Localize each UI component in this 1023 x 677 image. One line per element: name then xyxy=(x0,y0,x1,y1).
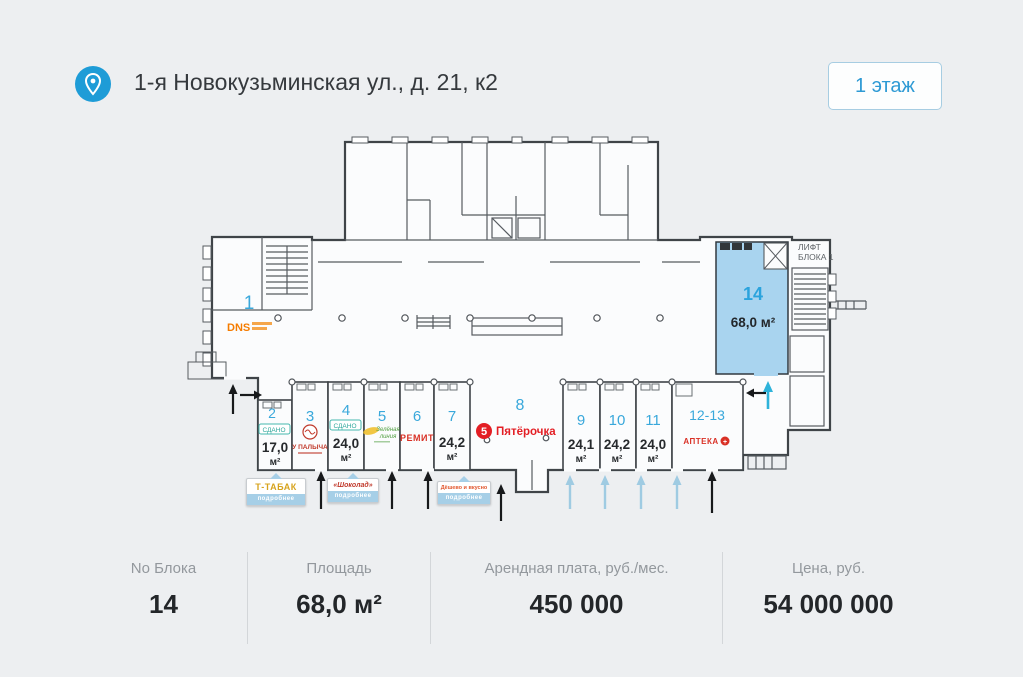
block-number-label: No Блока xyxy=(130,560,197,577)
block-4-area: 24,0 xyxy=(333,436,359,451)
block-5[interactable]: 5 Зелёная линия xyxy=(362,408,400,443)
footer-price: Цена, руб. 54 000 000 xyxy=(722,552,934,644)
tenant-sign-tabak: Т-ТАБАК подробнее xyxy=(246,473,306,506)
block-6[interactable]: 6 РЕМИТ xyxy=(400,408,434,443)
summary-bar: No Блока 14 Площадь 68,0 м² Арендная пла… xyxy=(0,552,1023,644)
tenant-sign-title: Дёшево и вкусно xyxy=(440,485,488,491)
palych-logo: У ПАЛЫЧА xyxy=(292,444,328,451)
tenant-sign-title: «Шоколад» xyxy=(333,482,373,489)
floor-selector-button[interactable]: 1 этаж xyxy=(828,62,942,110)
block-14[interactable]: 14 68,0 м² xyxy=(715,241,789,376)
shop-walls xyxy=(257,381,744,471)
block-2-status: СДАНО xyxy=(262,427,285,434)
apteka-logo: АПТЕКА xyxy=(683,437,718,446)
lift-label-1: ЛИФТ xyxy=(798,242,821,252)
block-2-area: 17,0 xyxy=(262,440,288,455)
block-1[interactable]: 1 DNS xyxy=(227,293,272,334)
block-2[interactable]: 2 СДАНО 17,0 м² xyxy=(258,405,291,468)
block-9[interactable]: 9 24,1 м² xyxy=(568,412,595,465)
block-8-number: 8 xyxy=(516,397,525,414)
window-marks xyxy=(187,136,837,380)
block-11-unit: м² xyxy=(648,454,659,465)
block-4[interactable]: 4 СДАНО 24,0 м² xyxy=(329,402,362,464)
block-3-number: 3 xyxy=(306,408,314,425)
block-7[interactable]: 7 24,2 м² xyxy=(439,408,465,463)
price-value: 54 000 000 xyxy=(763,589,894,619)
tenant-arrows xyxy=(565,475,682,509)
rent-value: 450 000 xyxy=(529,589,624,619)
area-value: 68,0 м² xyxy=(296,589,382,619)
pin-glyph xyxy=(84,72,102,96)
svg-text:+: + xyxy=(723,439,727,446)
door-openings xyxy=(224,376,718,472)
area-label: Площадь xyxy=(306,560,372,577)
block-4-unit: м² xyxy=(341,453,352,464)
block-1-number: 1 xyxy=(244,293,255,314)
block-11-area: 24,0 xyxy=(640,437,666,452)
entrance-arrows xyxy=(228,384,766,521)
block-2-unit: м² xyxy=(270,457,281,468)
block-12-13-number: 12-13 xyxy=(689,407,725,423)
block-5-number: 5 xyxy=(378,408,386,425)
svg-text:5: 5 xyxy=(481,426,487,438)
block-9-number: 9 xyxy=(577,412,585,429)
tenant-sign-band: подробнее xyxy=(438,493,490,504)
block-3[interactable]: 3 У ПАЛЫЧА xyxy=(292,408,328,454)
pyaterochka-logo: Пятёрочка xyxy=(496,426,556,438)
block-14-number: 14 xyxy=(743,284,763,304)
green-line-logo-2: линия xyxy=(379,434,397,440)
pyaterochka-badge xyxy=(476,423,492,439)
block-14-area: 68,0 м² xyxy=(731,315,776,330)
tenant-sign-shokolad: «Шоколад» подробнее xyxy=(327,473,379,503)
block-2-number: 2 xyxy=(268,405,276,421)
block-8[interactable]: 8 5 Пятёрочка xyxy=(476,397,556,439)
tenant-sign-title: Т-ТАБАК xyxy=(255,482,297,492)
location-pin-icon xyxy=(75,66,111,102)
block-12-13[interactable]: 12-13 АПТЕКА + xyxy=(683,407,730,446)
block-4-number: 4 xyxy=(342,402,350,419)
block-10-unit: м² xyxy=(612,454,623,465)
green-line-icon xyxy=(363,427,379,435)
apteka-badge xyxy=(720,436,730,446)
block-7-number: 7 xyxy=(448,408,456,425)
interior-walls xyxy=(212,142,867,490)
footer-block-number: No Блока 14 xyxy=(80,552,247,644)
block-9-unit: м² xyxy=(576,454,587,465)
page-title: 1-я Новокузьминская ул., д. 21, к2 xyxy=(134,69,498,95)
block-9-area: 24,1 xyxy=(568,437,595,452)
green-line-logo-1: Зелёная xyxy=(376,427,400,433)
shop-fixtures xyxy=(262,383,693,409)
lift-label-2: БЛОКА 1 xyxy=(798,252,834,262)
block-11-number: 11 xyxy=(645,412,661,429)
block-10-number: 10 xyxy=(609,412,626,429)
selected-entrance-arrow xyxy=(763,381,773,409)
remit-logo: РЕМИТ xyxy=(400,433,434,443)
footer-rent: Арендная плата, руб./мес. 450 000 xyxy=(430,552,722,644)
rent-label: Арендная плата, руб./мес. xyxy=(484,560,669,577)
tenant-sign-deshevo: Дёшево и вкусно подробнее xyxy=(437,476,491,505)
block-7-unit: м² xyxy=(447,452,458,463)
block-11[interactable]: 11 24,0 м² xyxy=(640,412,666,465)
block-7-area: 24,2 xyxy=(439,435,465,450)
footer-area: Площадь 68,0 м² xyxy=(247,552,430,644)
tenant-sign-band: подробнее xyxy=(247,494,305,505)
block-4-status: СДАНО xyxy=(333,423,356,430)
block-6-number: 6 xyxy=(413,408,421,425)
tenant-sign-band: подробнее xyxy=(328,491,378,502)
block-number-value: 14 xyxy=(149,589,178,619)
dns-logo: DNS xyxy=(227,322,250,334)
block-10-area: 24,2 xyxy=(604,437,630,452)
price-label: Цена, руб. xyxy=(791,560,865,577)
block-10[interactable]: 10 24,2 м² xyxy=(604,412,630,465)
